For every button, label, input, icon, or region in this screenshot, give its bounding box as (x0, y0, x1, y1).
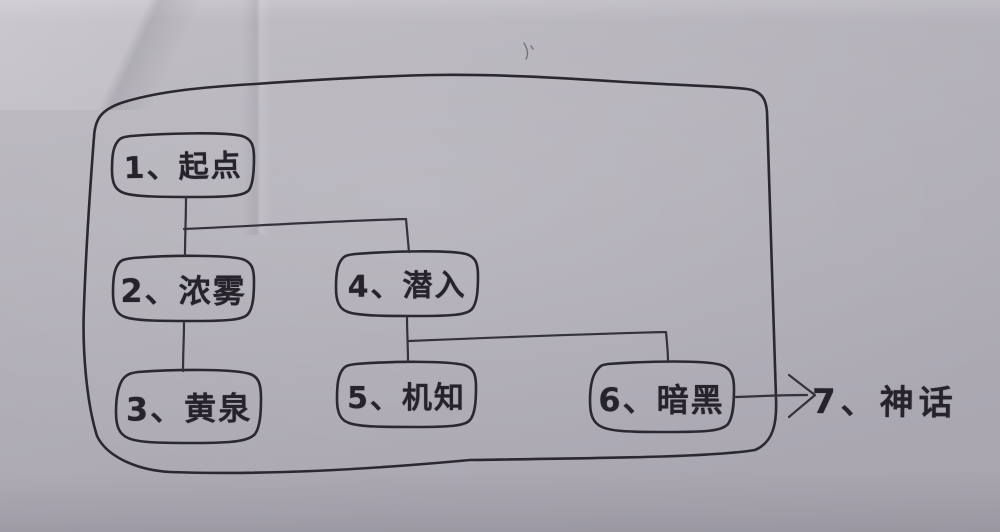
node-box-3 (114, 368, 263, 445)
node-label-3: 3、黄泉 (125, 389, 253, 429)
edge-4-5 (405, 315, 410, 364)
node-label-1: 1、起点 (123, 148, 243, 187)
node-box-4 (334, 250, 480, 318)
node-box-2 (111, 254, 256, 323)
node-box-6 (588, 360, 736, 434)
edge-4-6 (407, 330, 670, 364)
outer-border (82, 73, 778, 475)
node-box-5 (335, 360, 478, 429)
edge-6-7-shaft (734, 393, 809, 399)
node-label-7: 7、神话 (811, 381, 958, 424)
edge-2-3 (181, 320, 186, 373)
node-label-6: 6、暗黑 (598, 380, 725, 419)
node-label-5: 5、机知 (347, 381, 466, 416)
edge-1-4 (182, 217, 411, 254)
edge-1-2 (183, 195, 188, 258)
stray-mark (523, 42, 534, 60)
node-box-1 (110, 132, 256, 199)
node-label-4: 4、潜入 (347, 267, 467, 305)
node-label-2: 2、浓雾 (120, 272, 247, 310)
arrowhead-icon (787, 373, 817, 419)
